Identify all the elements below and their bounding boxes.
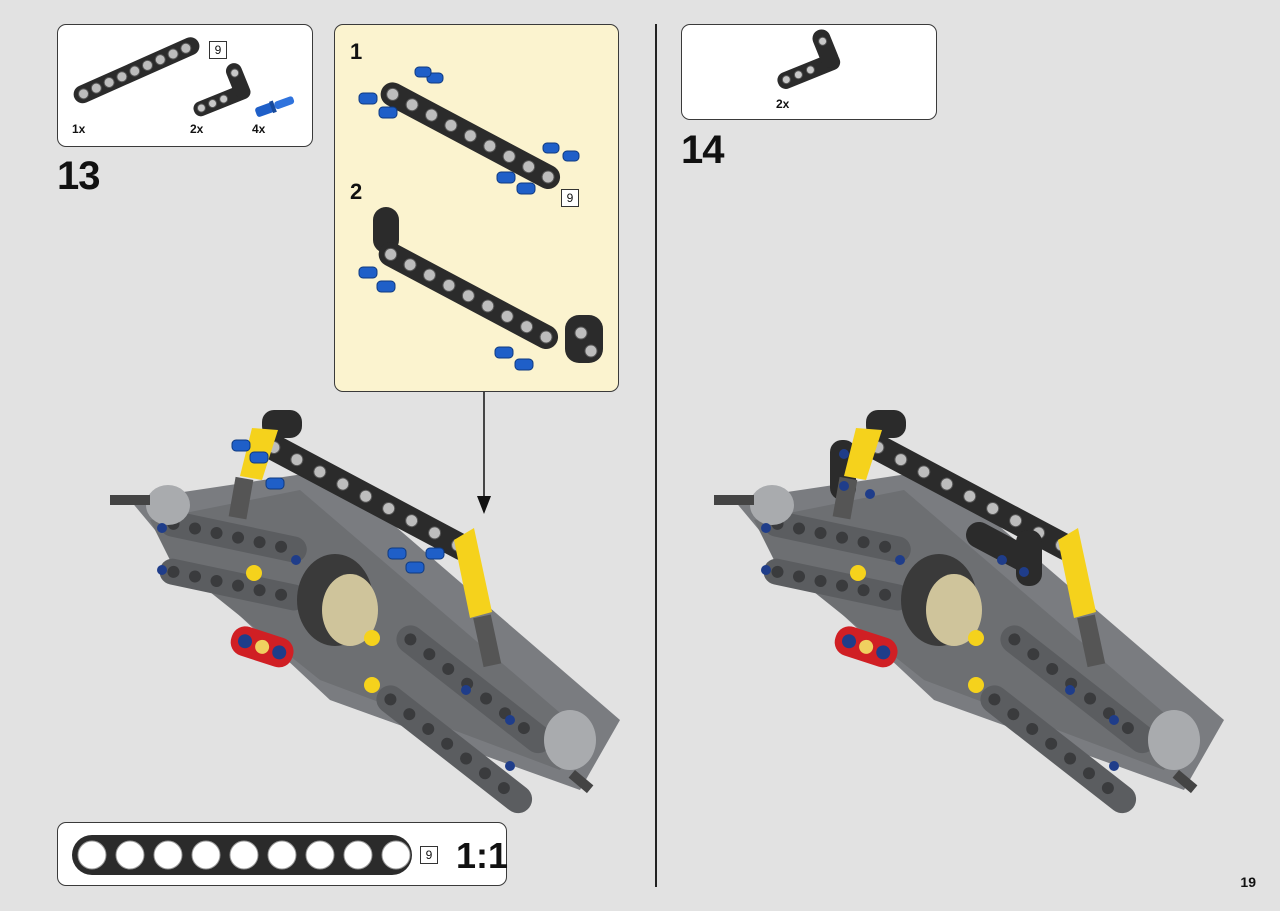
step-number-13: 13: [57, 154, 100, 198]
blue-pin-qty: 4x: [252, 122, 266, 136]
l-beam-qty: 2x: [776, 97, 790, 111]
step-number-14: 14: [681, 128, 724, 172]
subassembly-callout: 1 2 9: [334, 24, 619, 392]
ruler-length-tag: 9: [420, 846, 438, 864]
scale-ruler: 9 1:1: [57, 822, 509, 886]
l-beam-qty: 2x: [190, 122, 204, 136]
beam-qty: 1x: [72, 122, 86, 136]
blue-pin-part-image: [255, 96, 295, 117]
l-beam-part-image: [193, 63, 251, 117]
substep-1-drawing: [358, 66, 580, 195]
substep-2-drawing: [358, 207, 603, 371]
page-divider: [655, 24, 657, 887]
l-beam-part-image: [777, 29, 841, 89]
substep-length-tag: 9: [561, 189, 579, 207]
substep-number-2: 2: [350, 179, 363, 204]
substep-number-1: 1: [350, 39, 363, 64]
scale-label: 1:1: [456, 835, 509, 876]
page-number: 19: [1240, 874, 1256, 890]
beam-9-part-image: [73, 37, 200, 104]
parts-list-step-14: 2x: [681, 24, 937, 120]
beam-length-tag: 9: [209, 41, 227, 59]
parts-list-step-13: 9 1x 2x 4x: [57, 24, 313, 147]
ruler-beam-image: [72, 835, 412, 875]
